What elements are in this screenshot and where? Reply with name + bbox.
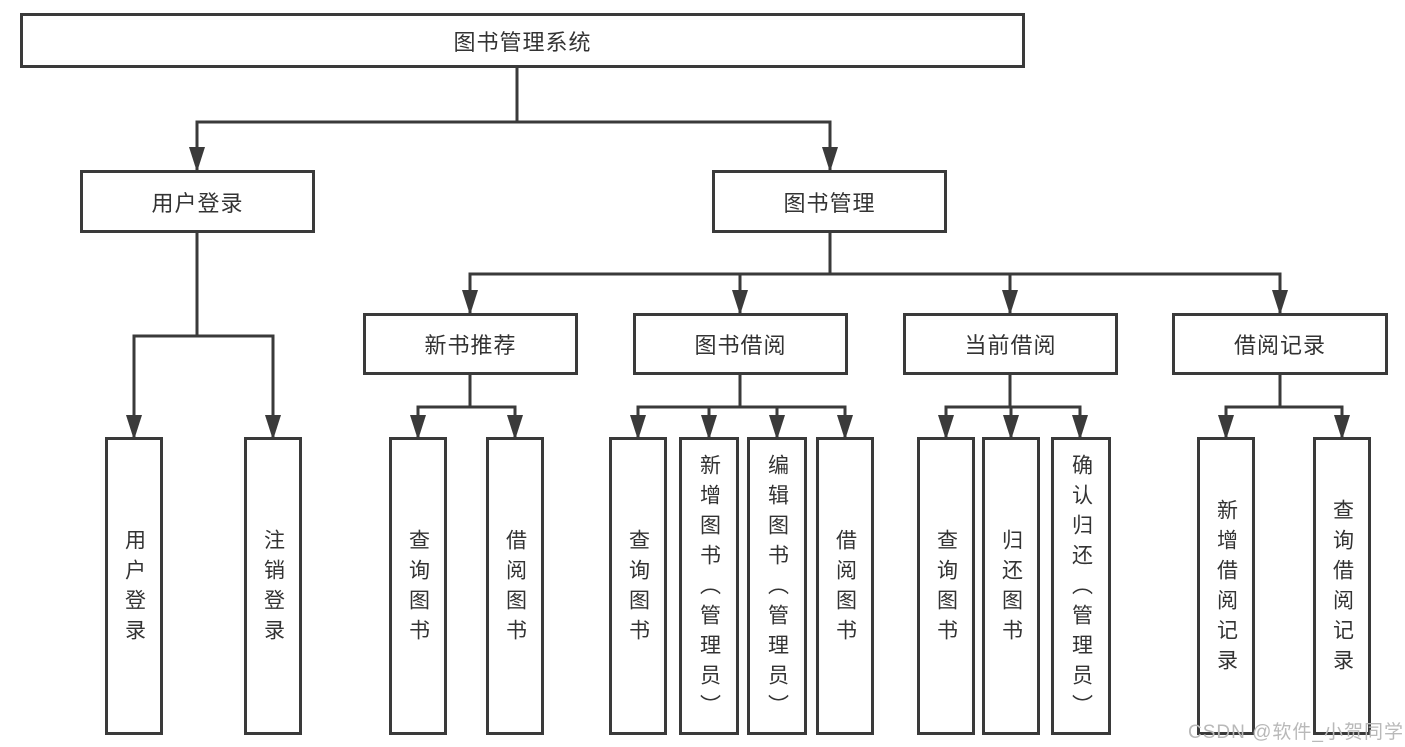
leaf-recommend-borrow-books: 借阅图书	[486, 437, 544, 735]
leaf-logout: 注销登录	[244, 437, 302, 735]
node-label: 当前借阅	[964, 333, 1057, 358]
node-label: 注销登录	[261, 529, 285, 649]
node-label: 新增借阅记录	[1214, 499, 1238, 679]
node-current-borrow: 当前借阅	[903, 313, 1118, 375]
leaf-borrow-add-books-admin: 新增图书（管理员）	[679, 437, 739, 735]
leaf-records-query-record: 查询借阅记录	[1313, 437, 1371, 735]
leaf-borrow-query-books: 查询图书	[609, 437, 667, 735]
node-label: 编辑图书（管理员）	[765, 454, 789, 724]
leaf-borrow-borrow-books: 借阅图书	[816, 437, 874, 735]
node-label: 借阅记录	[1233, 333, 1326, 358]
node-book-borrow: 图书借阅	[633, 313, 848, 375]
node-label: 图书管理	[783, 190, 876, 216]
leaf-current-return-books: 归还图书	[982, 437, 1040, 735]
node-borrow-records: 借阅记录	[1172, 313, 1388, 375]
node-label: 新增图书（管理员）	[697, 454, 721, 724]
node-label: 查询图书	[626, 529, 650, 649]
node-book-management: 图书管理	[712, 170, 947, 233]
node-new-book-recommend: 新书推荐	[363, 313, 578, 375]
arrowhead-icons	[126, 147, 1350, 440]
node-label: 查询图书	[406, 529, 430, 649]
node-label: 用户登录	[151, 190, 244, 216]
node-label: 用户登录	[122, 529, 146, 649]
node-label: 新书推荐	[424, 333, 517, 358]
node-label: 图书管理系统	[453, 29, 592, 55]
node-label: 借阅图书	[503, 529, 527, 649]
csdn-watermark: CSDN @软件_小贺同学	[1188, 722, 1404, 743]
node-label: 借阅图书	[833, 529, 857, 649]
node-root: 图书管理系统	[20, 13, 1025, 68]
leaf-borrow-edit-books-admin: 编辑图书（管理员）	[747, 437, 807, 735]
leaf-user-login: 用户登录	[105, 437, 163, 735]
node-label: 图书借阅	[694, 333, 787, 358]
leaf-records-add-record: 新增借阅记录	[1197, 437, 1255, 735]
node-user-login: 用户登录	[80, 170, 315, 233]
node-label: 查询图书	[934, 529, 958, 649]
leaf-current-confirm-return-admin: 确认归还（管理员）	[1051, 437, 1111, 735]
node-label: 归还图书	[999, 529, 1023, 649]
node-label: 确认归还（管理员）	[1069, 454, 1093, 724]
leaf-recommend-query-books: 查询图书	[389, 437, 447, 735]
node-label: 查询借阅记录	[1330, 499, 1354, 679]
leaf-current-query-books: 查询图书	[917, 437, 975, 735]
